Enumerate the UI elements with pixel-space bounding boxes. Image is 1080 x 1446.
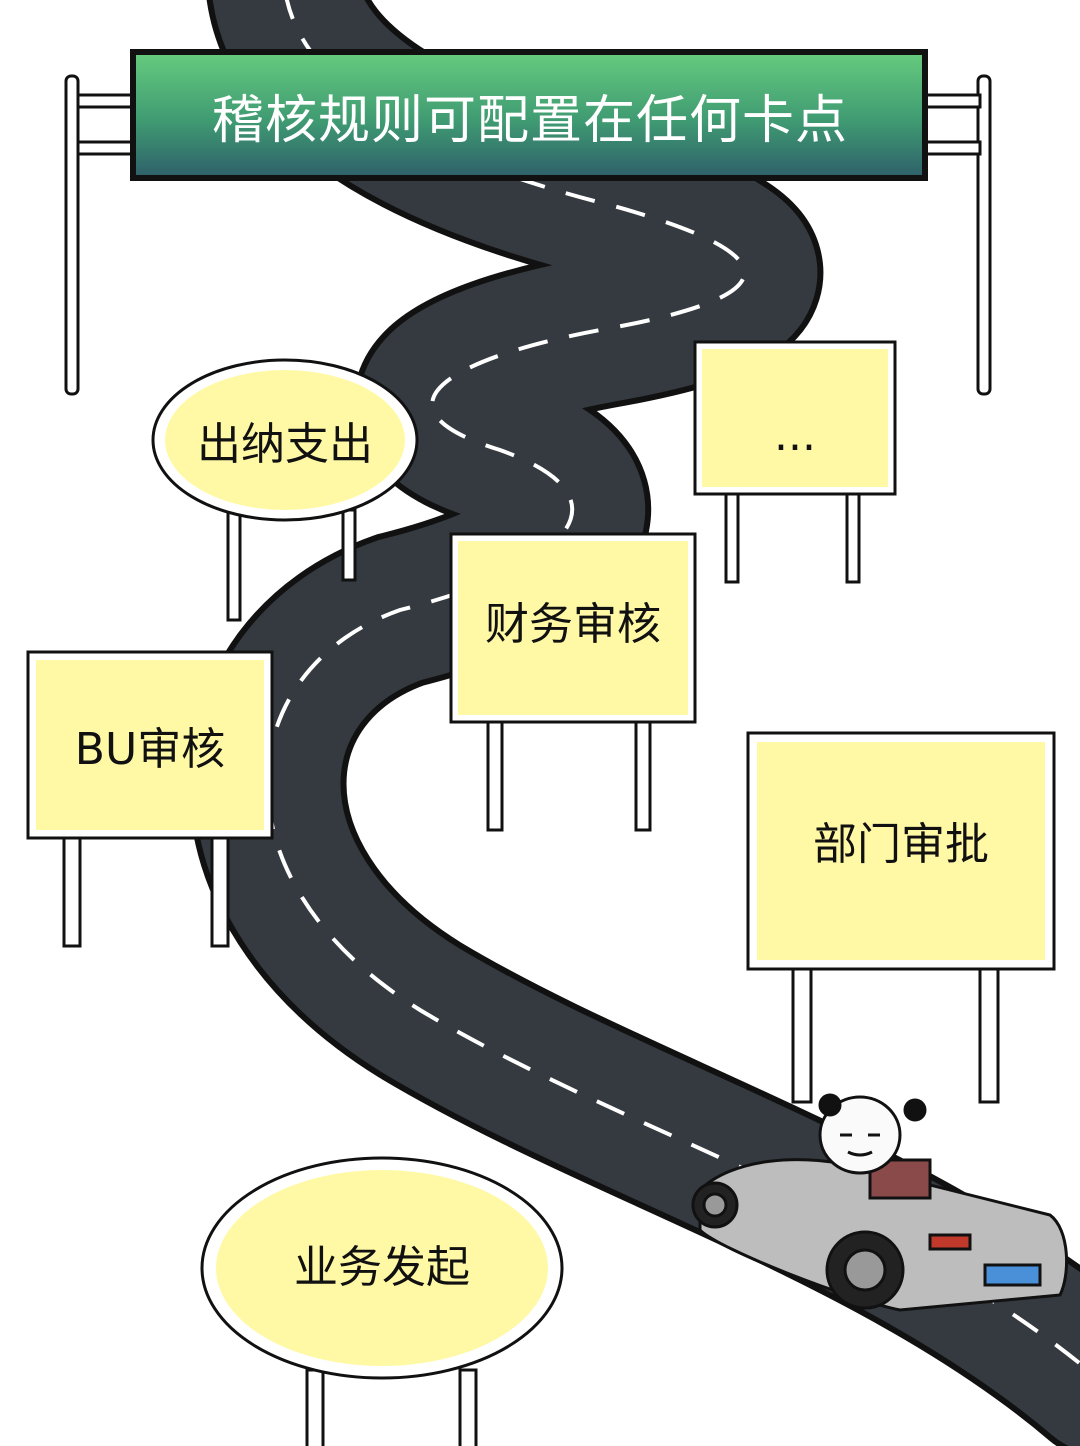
car-with-panda — [691, 1093, 1069, 1312]
sign-more: ... — [774, 409, 816, 461]
sign-posts — [62, 488, 1000, 1446]
sign-cashier-payment: 出纳支出 — [197, 419, 373, 470]
banner-title: 稽核规则可配置在任何卡点 — [211, 90, 848, 151]
banner-board — [130, 49, 928, 181]
gantry — [64, 49, 992, 396]
lane-markings — [265, 0, 1080, 1367]
sign-bu-review: BU审核 — [74, 724, 226, 775]
sign-department-approval: 部门审批 — [813, 819, 989, 870]
sign-business-initiation: 业务发起 — [294, 1242, 470, 1293]
road — [188, 0, 1080, 1446]
sign-boards — [26, 340, 1056, 1380]
sign-finance-review: 财务审核 — [485, 599, 661, 650]
